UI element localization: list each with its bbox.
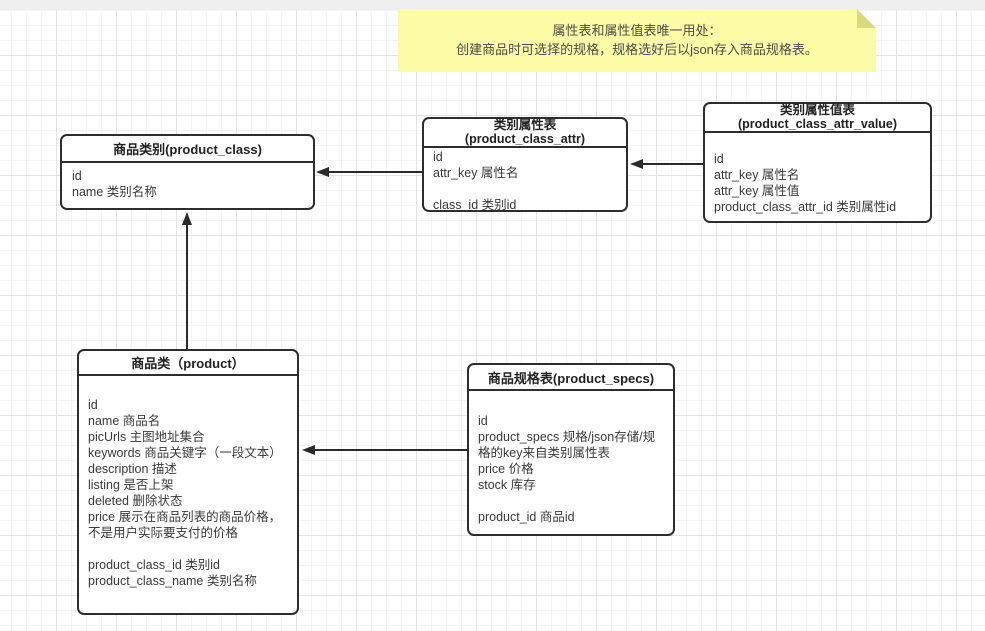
entity-product[interactable]: 商品类（product） id name 商品名 picUrls 主图地址集合 … xyxy=(77,349,299,615)
entity-fields: id product_specs 规格/json存储/规格的key来自类别属性表… xyxy=(478,414,656,524)
entity-product-specs[interactable]: 商品规格表(product_specs) id product_specs 规格… xyxy=(467,363,675,536)
entity-title: 商品类别(product_class) xyxy=(62,136,313,163)
arrowhead-up-icon xyxy=(182,212,192,225)
entity-product-class[interactable]: 商品类别(product_class) id name 类别名称 xyxy=(60,134,315,210)
connector-line xyxy=(313,449,467,451)
entity-title: 类别属性表 (product_class_attr) xyxy=(424,118,626,148)
entity-fields: id name 商品名 picUrls 主图地址集合 keywords 商品关键… xyxy=(88,398,282,588)
arrowhead-left-icon xyxy=(302,445,315,455)
entity-product-class-attr-value[interactable]: 类别属性值表 (product_class_attr_value) id att… xyxy=(703,102,932,223)
arrowhead-left-icon xyxy=(630,159,643,169)
entity-product-class-attr[interactable]: 类别属性表 (product_class_attr) id attr_key 属… xyxy=(422,117,628,212)
sticky-note-fold-icon xyxy=(857,9,876,28)
connector-line xyxy=(641,163,703,165)
entity-title: 商品类（product） xyxy=(79,351,297,376)
top-strip xyxy=(0,0,985,10)
sticky-note[interactable]: 属性表和属性值表唯一用处： 创建商品时可选择的规格，规格选好后以json存入商品… xyxy=(398,9,876,72)
entity-title: 类别属性值表 (product_class_attr_value) xyxy=(705,103,930,133)
connector-line xyxy=(327,171,422,173)
entity-fields: id name 类别名称 xyxy=(72,169,157,199)
sticky-note-text: 属性表和属性值表唯一用处： 创建商品时可选择的规格，规格选好后以json存入商品… xyxy=(456,23,818,57)
entity-fields: id attr_key 属性名 attr_key 属性值 product_cla… xyxy=(714,152,897,214)
arrowhead-left-icon xyxy=(316,167,329,177)
connector-line xyxy=(186,224,188,349)
entity-fields: id attr_key 属性名 class_id 类别id xyxy=(433,150,519,212)
entity-title: 商品规格表(product_specs) xyxy=(469,365,673,391)
